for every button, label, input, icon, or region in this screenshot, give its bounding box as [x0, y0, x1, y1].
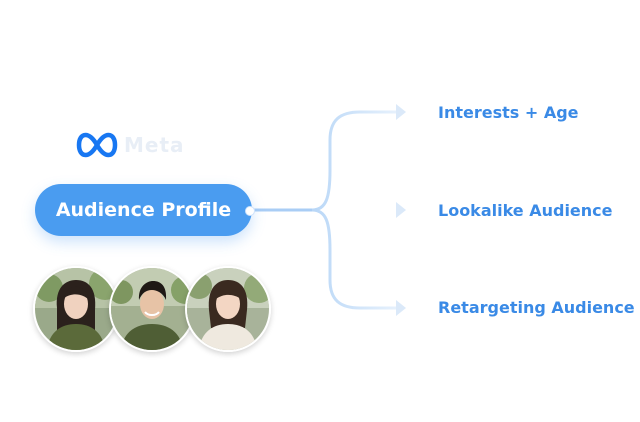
target-retargeting-audience: Retargeting Audience	[438, 298, 635, 317]
avatar-woman-1	[33, 266, 119, 352]
meta-logo: Meta	[76, 130, 185, 160]
meta-infinity-logo-icon	[76, 132, 118, 158]
target-interests-age: Interests + Age	[438, 103, 579, 122]
arrowhead-retargeting	[396, 300, 406, 316]
audience-profile-node: Audience Profile	[35, 184, 252, 236]
avatar-woman-2	[185, 266, 271, 352]
connector-origin-dot	[245, 206, 255, 216]
person-photo-man-icon	[111, 268, 193, 350]
meta-wordmark: Meta	[124, 133, 185, 157]
person-photo-woman-icon	[35, 268, 117, 350]
arrowhead-interests	[396, 104, 406, 120]
audience-profile-label: Audience Profile	[55, 199, 232, 221]
connector-branch-retargeting	[311, 208, 398, 310]
arrowhead-lookalike	[396, 202, 406, 218]
person-photo-woman-icon	[187, 268, 269, 350]
avatar-man	[109, 266, 195, 352]
target-lookalike-audience: Lookalike Audience	[438, 201, 613, 220]
audience-avatars	[33, 266, 273, 352]
connector-branch-interests	[311, 110, 398, 212]
